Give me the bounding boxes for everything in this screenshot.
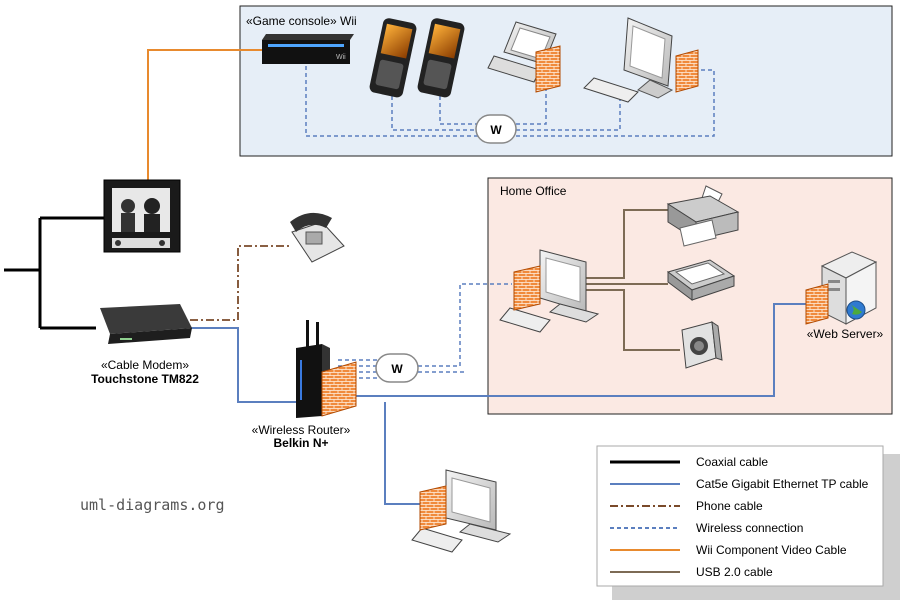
smartphone-icon (417, 18, 465, 98)
scanner-icon (666, 259, 736, 301)
legend-row: Phone cable (610, 499, 763, 513)
cable-modem-name: Touchstone TM822 (91, 372, 199, 386)
home-office-group-title: Home Office (500, 184, 567, 198)
web-server-stereotype: «Web Server» (806, 327, 884, 341)
desktop-pc-icon (411, 469, 512, 553)
wii-console-icon: Wii (262, 34, 354, 64)
wireless-badge-wii: W (475, 114, 517, 144)
wii-logo: Wii (336, 54, 346, 61)
wireless-router-name: Belkin N+ (273, 436, 329, 450)
game-console-group-title: «Game console» Wii (246, 14, 357, 28)
legend-row: Coaxial cable (610, 455, 768, 469)
legend-label: Phone cable (696, 499, 763, 513)
firewall-icon (513, 265, 541, 311)
legend-row: Cat5e Gigabit Ethernet TP cable (610, 477, 869, 491)
firewall-icon (321, 361, 357, 417)
wireless-badge-router: W (375, 353, 419, 383)
tv-figure-left (121, 199, 135, 213)
desktop-monitor-icon (583, 17, 674, 103)
legend-label: Wii Component Video Cable (696, 543, 847, 557)
legend-row: Wireless connection (610, 521, 803, 535)
wireless-router-stereotype: «Wireless Router» (251, 423, 351, 437)
wii-component-video-cable (147, 49, 262, 186)
legend-row: USB 2.0 cable (610, 565, 773, 579)
router-wireless-connections (338, 283, 512, 379)
legend-label: Wireless connection (696, 521, 803, 535)
wireless-badge-label: W (490, 123, 502, 137)
tv-figure-right (144, 198, 160, 214)
wii-wireless-connections (305, 66, 715, 137)
coaxial-cable-lines (4, 216, 110, 330)
legend-label: Cat5e Gigabit Ethernet TP cable (696, 477, 869, 491)
phone-cable (190, 245, 292, 321)
watermark: uml-diagrams.org (80, 496, 225, 514)
printer-icon (666, 185, 740, 247)
smartphone-icon (369, 18, 417, 98)
telephone-icon (290, 212, 345, 263)
wireless-badge-label: W (391, 362, 403, 376)
firewall-icon (805, 283, 829, 325)
cable-modem-icon (100, 304, 192, 344)
globe-icon (846, 300, 866, 320)
camera-icon (681, 320, 723, 369)
wireless-router-icon (296, 320, 330, 418)
cable-modem-stereotype: «Cable Modem» (100, 358, 190, 372)
legend-row: Wii Component Video Cable (610, 543, 847, 557)
ethernet-cable-lines (190, 303, 808, 505)
firewall-icon (419, 485, 447, 531)
legend-label: Coaxial cable (696, 455, 768, 469)
television-icon (103, 179, 181, 253)
game-console-group (239, 5, 893, 157)
firewall-icon (535, 45, 561, 93)
firewall-icon (675, 49, 699, 93)
legend-label: USB 2.0 cable (696, 565, 773, 579)
usb-cable-lines (586, 209, 680, 351)
